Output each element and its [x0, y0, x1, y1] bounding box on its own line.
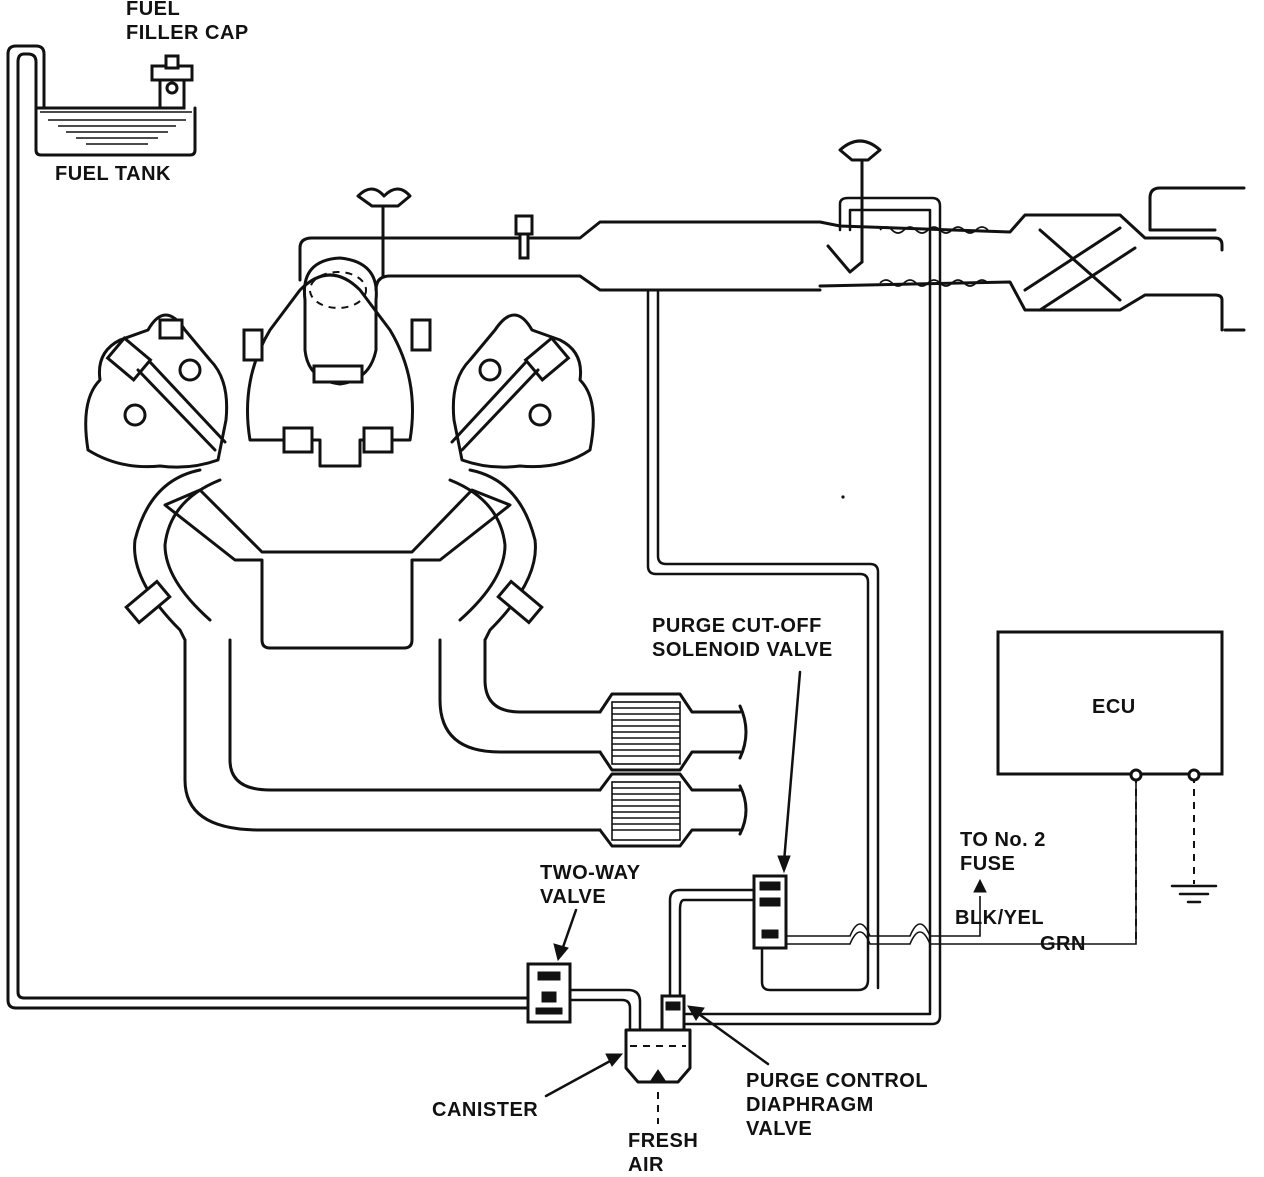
purge-cutoff-solenoid-valve — [752, 874, 788, 950]
fuel-filler-cap — [150, 54, 194, 110]
label-fresh-air: FRESH AIR — [628, 1130, 699, 1176]
dot-mark — [841, 495, 845, 499]
solenoid-wiring — [786, 776, 1218, 945]
label-purge-cutoff-solenoid-valve: PURGE CUT-OFF SOLENOID VALVE — [652, 615, 833, 661]
label-blk-yel: BLK/YEL — [955, 907, 1045, 929]
canister — [624, 994, 692, 1124]
intake-duct — [298, 139, 1246, 332]
label-canister: CANISTER — [432, 1099, 539, 1121]
vacuum-hose — [646, 196, 942, 1026]
label-ecu: ECU — [1092, 696, 1136, 718]
tank-vapor-line — [6, 44, 530, 1010]
two-way-valve — [526, 962, 572, 1024]
converter-grid-upper — [612, 707, 680, 757]
engine — [84, 256, 595, 650]
label-grn: GRN — [1040, 933, 1086, 955]
label-fuel-filler-cap: FUEL FILLER CAP — [126, 0, 249, 44]
ecu-box — [996, 630, 1224, 782]
label-purge-control-diaphragm-valve: PURGE CONTROL DIAPHRAGM VALVE — [746, 1070, 929, 1140]
label-to-no2-fuse: TO No. 2 FUSE — [960, 829, 1046, 875]
exhaust-pipes — [183, 638, 748, 848]
fuel-tank — [34, 106, 197, 157]
label-two-way-valve: TWO-WAY VALVE — [540, 862, 641, 908]
leader-arrows — [544, 670, 802, 1098]
label-fuel-tank: FUEL TANK — [55, 163, 171, 185]
converter-grid-lower — [612, 787, 680, 831]
